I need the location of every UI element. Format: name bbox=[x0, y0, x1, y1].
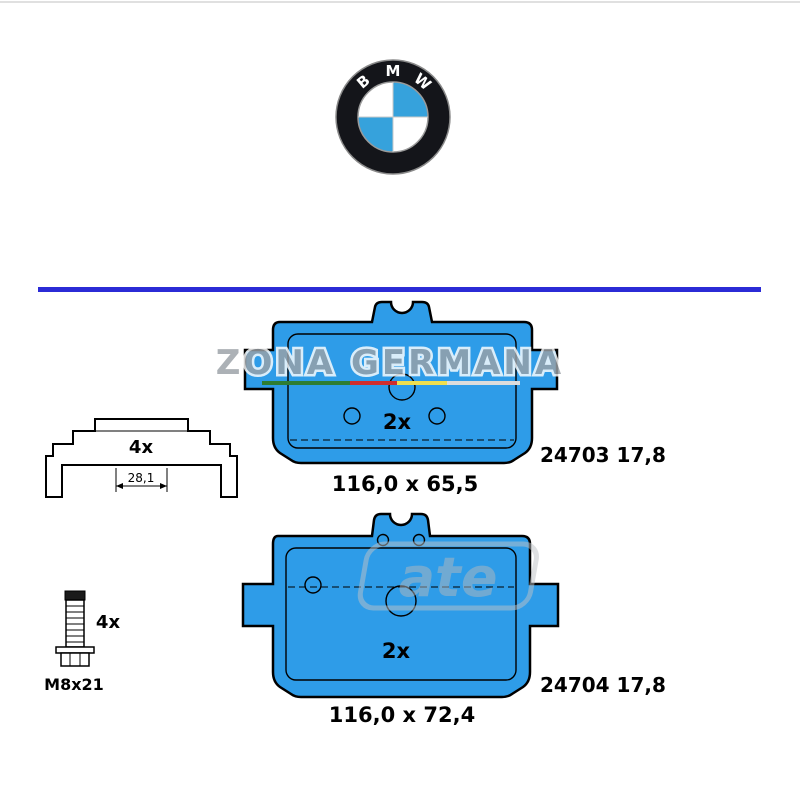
watermark-text: ZONA GERMANA bbox=[216, 343, 564, 383]
ate-logo-frame bbox=[357, 541, 539, 611]
bolt-quantity: 4x bbox=[96, 612, 121, 633]
top-brake-pad: 2x 116,0 x 65,5 24703 17,8 bbox=[243, 300, 666, 496]
top-pad-left-lug bbox=[343, 407, 361, 425]
ate-watermark: ate bbox=[357, 541, 539, 611]
dimension-arrow-right bbox=[160, 483, 167, 489]
bolt-tip bbox=[64, 590, 86, 601]
bmw-quarter-bottom-right bbox=[393, 117, 428, 152]
watermark-stripe-green bbox=[262, 381, 350, 385]
top-pad-dimensions: 116,0 x 65,5 bbox=[332, 472, 478, 496]
clip-dimension: 28,1 bbox=[115, 468, 168, 492]
bmw-quarter-top-right bbox=[393, 82, 428, 117]
seller-watermark: ZONA GERMANA bbox=[213, 341, 564, 386]
clip-dimension-value: 28,1 bbox=[128, 471, 155, 485]
bolt-threads bbox=[66, 605, 84, 643]
dimension-arrow-left bbox=[116, 483, 123, 489]
clip-profile bbox=[45, 418, 238, 498]
top-pad-center-hole bbox=[388, 373, 416, 401]
bolt-spec: M8x21 bbox=[44, 675, 104, 694]
watermark-stripe-yellow bbox=[397, 381, 447, 385]
top-pad-quantity: 2x bbox=[383, 410, 412, 434]
bottom-pad-dimensions: 116,0 x 72,4 bbox=[329, 703, 475, 727]
bmw-quarter-bottom-left bbox=[358, 117, 393, 152]
bolt-flange bbox=[55, 646, 95, 654]
bmw-logo: B M W bbox=[335, 59, 451, 175]
bottom-pad-quantity: 2x bbox=[382, 639, 411, 663]
bottom-pad-inner-contour bbox=[285, 547, 517, 681]
top-border bbox=[0, 1, 800, 3]
clip-diagram: 4x 28,1 bbox=[45, 418, 238, 498]
divider-line bbox=[38, 287, 761, 292]
bottom-pad-left-lug bbox=[304, 576, 322, 594]
top-pad-part-number: 24703 17,8 bbox=[540, 443, 666, 467]
bolt-diagram: 4x M8x21 bbox=[44, 590, 121, 694]
top-pad-inner-contour bbox=[287, 333, 517, 449]
bottom-pad-center-hole bbox=[385, 585, 417, 617]
clip-quantity: 4x bbox=[129, 437, 154, 458]
watermark-stripe-gray bbox=[447, 381, 520, 385]
top-pad-right-lug bbox=[428, 407, 446, 425]
watermark-stripe-red bbox=[350, 381, 397, 385]
bolt-hex-head bbox=[60, 652, 90, 667]
bmw-letter-m: M bbox=[386, 62, 401, 80]
ate-logo-text: ate bbox=[399, 546, 498, 609]
bottom-pad-part-number: 24704 17,8 bbox=[540, 673, 666, 697]
bmw-quarter-top-left bbox=[358, 82, 393, 117]
